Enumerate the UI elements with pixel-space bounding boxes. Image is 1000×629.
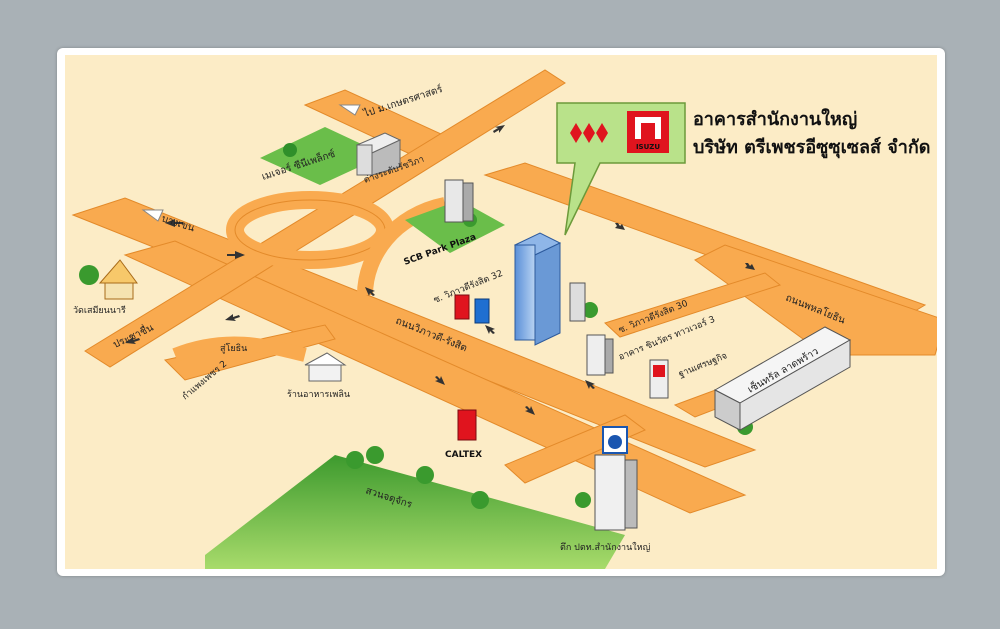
arrow-icon <box>485 325 495 334</box>
tree-icon <box>79 265 99 285</box>
ptt-building <box>594 426 638 531</box>
tree-icon <box>575 492 591 508</box>
central-ladprao-building <box>713 326 852 431</box>
traffic-arrows <box>125 125 755 415</box>
label-wat-samian: วัดเสมียนนารี <box>73 305 126 316</box>
arrow-icon <box>225 314 240 321</box>
than-setthakit-building <box>649 359 669 399</box>
park-major <box>260 127 385 185</box>
arrow-icon <box>165 219 183 227</box>
direction-arrow-icon <box>141 209 164 222</box>
hq-tower <box>513 232 586 346</box>
arrow-icon <box>585 380 595 389</box>
location-map: ISUZU อาคารสำนักงานใหญ่ บริษัท ตรีเพชรอี… <box>65 55 937 569</box>
direction-arrow-icon <box>338 104 361 116</box>
shin-tower-3-building <box>586 334 614 376</box>
arrow-icon <box>365 287 375 296</box>
tree-icon <box>366 446 384 464</box>
fuel-station-icon <box>454 294 490 441</box>
ramp-curve <box>357 197 447 296</box>
tree-icon <box>283 143 297 157</box>
arrow-icon <box>227 251 245 259</box>
tree-icon <box>346 451 364 469</box>
arrow-icon <box>525 406 535 415</box>
header-line2: บริษัท ตรีเพชรอีซูซุเซลส์ จำกัด <box>693 136 931 159</box>
label-ptt-hq: ตึก ปตท.สำนักงานใหญ่ <box>560 542 651 553</box>
tree-icon <box>582 302 598 318</box>
tree-icon <box>471 491 489 509</box>
park-scb <box>405 200 505 253</box>
scb-building <box>444 179 474 223</box>
road-soi-30 <box>604 272 782 338</box>
mitsubishi-logo-icon <box>570 123 608 143</box>
isuzu-badge-text: ISUZU <box>636 143 660 151</box>
isuzu-logo-icon: ISUZU <box>627 111 669 153</box>
arrow-icon <box>435 376 445 385</box>
caltex-pump-icon <box>457 409 477 441</box>
major-cineplex-building <box>355 132 402 176</box>
label-pholin-restaurant: ร้านอาหารเพลิน <box>287 389 350 400</box>
arrow-icon <box>493 125 505 133</box>
arrow-icon <box>745 263 755 270</box>
park-chatuchak <box>205 455 625 569</box>
header-line1: อาคารสำนักงานใหญ่ <box>693 108 857 130</box>
arrow-icon <box>615 223 625 230</box>
trees <box>79 143 753 509</box>
arrow-icon <box>125 337 140 344</box>
pholin-restaurant-building <box>304 352 347 382</box>
ramp-lower <box>172 336 307 362</box>
tree-icon <box>416 466 434 484</box>
road-lower-left <box>163 324 336 381</box>
label-caltex: CALTEX <box>445 450 482 460</box>
road-label-to-phahon: สู่โยธิน <box>220 343 247 354</box>
wat-samian-temple <box>98 259 138 300</box>
